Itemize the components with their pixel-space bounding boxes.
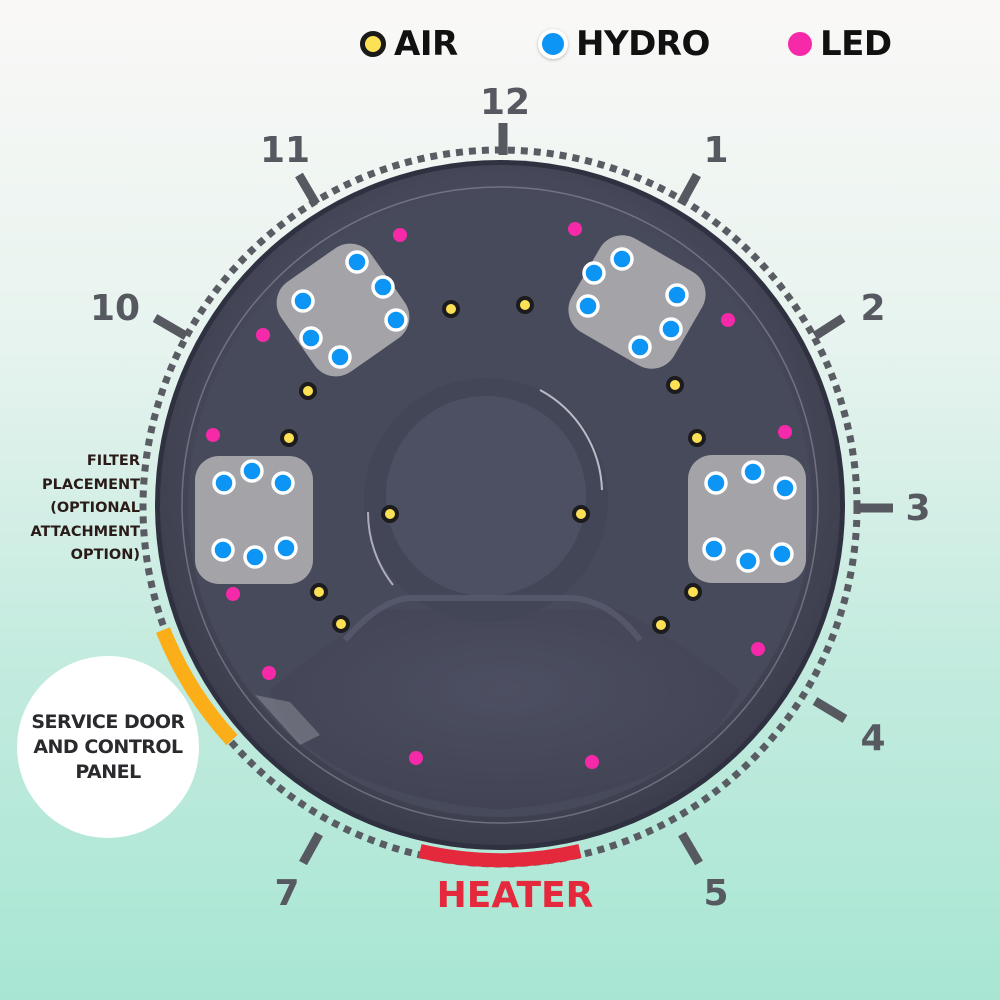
air-jet xyxy=(442,300,460,318)
led-light xyxy=(256,328,270,342)
led-light xyxy=(751,642,765,656)
led-light xyxy=(568,222,582,236)
hydro-jet xyxy=(243,545,267,569)
legend-label-led: LED xyxy=(820,24,892,64)
legend-label-hydro: HYDRO xyxy=(576,24,710,64)
led-light xyxy=(721,313,735,327)
led-lights xyxy=(206,222,792,769)
hydro-jet xyxy=(299,326,323,350)
hydro-jet xyxy=(582,261,606,285)
hydro-jet xyxy=(659,317,683,341)
filter-label-line-5: OPTION) xyxy=(70,547,140,563)
air-jet xyxy=(666,376,684,394)
tick-5 xyxy=(678,831,703,866)
hydro-jet xyxy=(610,247,634,271)
air-jet xyxy=(332,615,350,633)
air-jet xyxy=(299,382,317,400)
clock-number-5: 5 xyxy=(703,873,728,914)
tub-rim-highlight xyxy=(181,186,819,824)
air-jet xyxy=(310,583,328,601)
legend-item-hydro: HYDRO xyxy=(538,24,710,64)
clock-number-4: 4 xyxy=(860,718,885,759)
air-jet xyxy=(652,616,670,634)
service-door-arc xyxy=(156,627,238,746)
hydro-jet xyxy=(240,459,264,483)
clock-number-12: 12 xyxy=(480,82,530,123)
center-well xyxy=(386,396,586,596)
heater-label: HEATER xyxy=(436,875,594,916)
tick-4 xyxy=(812,697,848,723)
step-ridge xyxy=(342,595,643,642)
center-well-highlight-2 xyxy=(366,511,394,586)
legend-item-air: AIR xyxy=(360,24,458,64)
air-jets xyxy=(280,296,706,634)
hydro-jet xyxy=(291,289,315,313)
led-light xyxy=(409,751,423,765)
heater-arc xyxy=(418,844,582,868)
service-label-line-2: AND CONTROL xyxy=(33,735,183,758)
filter-label-line-2: PLACEMENT xyxy=(42,476,140,493)
hydro-jet xyxy=(212,471,236,495)
led-light xyxy=(393,228,407,242)
air-jet-icon xyxy=(360,31,386,57)
hydro-jet xyxy=(702,537,726,561)
hydro-jet xyxy=(384,308,408,332)
clock-number-7: 7 xyxy=(274,873,299,914)
tick-10 xyxy=(152,314,189,340)
hydro-jet xyxy=(773,476,797,500)
air-jet xyxy=(688,429,706,447)
hydro-jet-icon xyxy=(538,29,568,59)
clock-number-2: 2 xyxy=(860,288,885,329)
clock-ticks xyxy=(152,123,893,866)
hydro-jet xyxy=(736,549,760,573)
hydro-jet xyxy=(345,250,369,274)
filter-label-line-4: ATTACHMENT xyxy=(30,523,140,540)
filter-label-line-1: FILTER xyxy=(86,453,140,469)
hydro-jet xyxy=(704,471,728,495)
clock-number-3: 3 xyxy=(905,488,930,529)
air-jet xyxy=(684,583,702,601)
hydro-jet xyxy=(211,538,235,562)
led-light xyxy=(778,425,792,439)
hydro-jet xyxy=(371,275,395,299)
tick-7 xyxy=(299,831,323,866)
filter-skimmer xyxy=(255,695,320,745)
service-door-label: SERVICE DOOR AND CONTROL PANEL xyxy=(31,710,185,785)
tick-1 xyxy=(677,172,701,207)
led-icon xyxy=(788,32,812,56)
service-label-line-1: SERVICE DOOR xyxy=(31,710,185,733)
hydro-jet xyxy=(271,471,295,495)
air-jet xyxy=(516,296,534,314)
hydro-jet xyxy=(741,460,765,484)
hydro-jet xyxy=(665,283,689,307)
hydro-jet xyxy=(628,335,652,359)
clock-number-11: 11 xyxy=(260,130,310,171)
legend-item-led: LED xyxy=(788,24,892,64)
hydro-jets xyxy=(211,247,797,573)
filter-placement-label: FILTER PLACEMENT (OPTIONAL ATTACHMENT OP… xyxy=(14,450,140,568)
legend-label-air: AIR xyxy=(394,24,458,64)
air-jet xyxy=(572,505,590,523)
led-light xyxy=(206,428,220,442)
led-light xyxy=(226,587,240,601)
air-jet xyxy=(280,429,298,447)
air-jet xyxy=(381,505,399,523)
clock-number-1: 1 xyxy=(703,130,728,171)
filter-label-line-3: (OPTIONAL xyxy=(50,500,140,516)
service-door-callout: SERVICE DOOR AND CONTROL PANEL xyxy=(17,656,199,838)
led-light xyxy=(585,755,599,769)
center-well-highlight xyxy=(539,389,603,491)
service-label-line-3: PANEL xyxy=(75,760,141,783)
footwell xyxy=(270,610,740,810)
tick-11 xyxy=(295,172,320,207)
hydro-jet xyxy=(328,345,352,369)
tick-2 xyxy=(812,314,846,340)
hydro-jet xyxy=(576,294,600,318)
hydro-jet xyxy=(274,536,298,560)
hydro-jet xyxy=(770,542,794,566)
clock-number-10: 10 xyxy=(90,288,140,329)
legend: AIR HYDRO LED xyxy=(360,24,960,72)
led-light xyxy=(262,666,276,680)
